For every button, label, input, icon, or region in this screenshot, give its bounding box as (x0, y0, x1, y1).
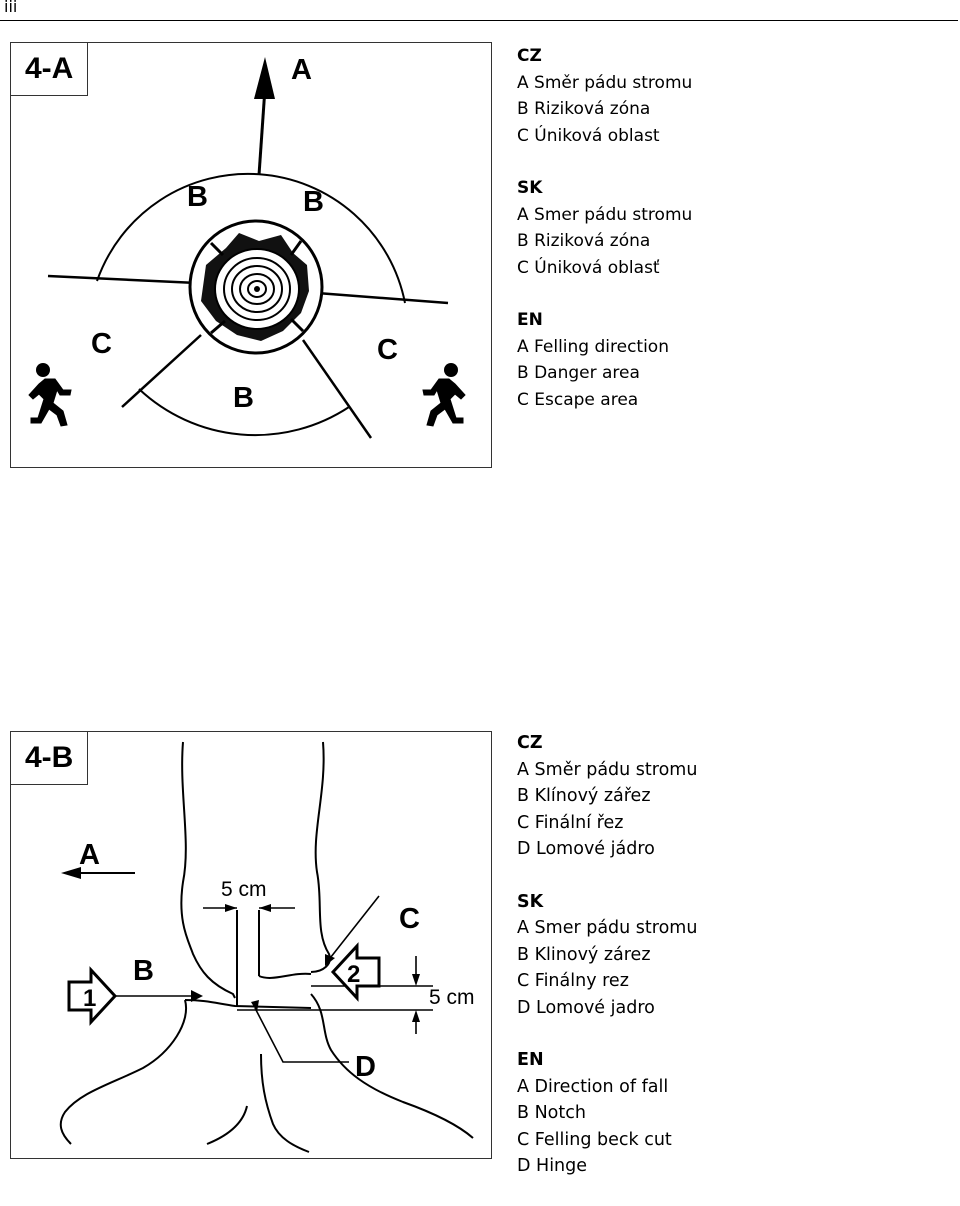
legend-code: EN (517, 310, 543, 330)
figure-tag: 4-B (11, 732, 89, 785)
left-escape-line (121, 334, 202, 408)
trunk-left-outline (180, 741, 236, 999)
legend-group-en: EN A Felling direction B Danger area C E… (517, 307, 692, 413)
root-center-left (206, 1105, 248, 1145)
figure-4b: 1 2 A B C D 5 cm 5 cm 4-B (10, 731, 492, 1159)
right-escape-line (301, 339, 373, 439)
legend-code: SK (517, 178, 543, 198)
label-b-right: B (303, 186, 324, 218)
legend-item: B Danger area (517, 363, 640, 383)
root-center-right (260, 1053, 310, 1153)
legend-item: B Riziková zóna (517, 99, 651, 119)
legend-item: C Finálny rez (517, 971, 629, 991)
label-b-left: B (187, 181, 208, 213)
legend-group-sk: SK A Smer pádu stromu B Klinový zárez C … (517, 889, 697, 1022)
legend-item: A Směr pádu stromu (517, 72, 693, 93)
label-d: D (355, 1051, 376, 1083)
legend-4b: CZ A Směr pádu stromu B Klínový zářez C … (517, 730, 697, 1206)
legend-item: A Smer pádu stromu (517, 918, 698, 938)
legend-group-cz: CZ A Směr pádu stromu B Klínový zářez C … (517, 730, 697, 863)
runner-right-icon (422, 363, 466, 427)
back-cut-line (258, 972, 312, 979)
width-arrow-left (225, 904, 237, 912)
legend-item: B Notch (517, 1103, 586, 1123)
label-c-right: C (377, 334, 398, 366)
height-arrow-top (412, 974, 420, 986)
tree-stump-icon (188, 219, 324, 355)
cut-two-arrow-icon (330, 942, 381, 1002)
notch-height-label: 5 cm (429, 986, 475, 1009)
label-a: A (291, 54, 312, 86)
cut-one-number: 1 (83, 985, 96, 1012)
arrowheads (61, 867, 420, 1022)
legend-item: C Finální řez (517, 812, 624, 833)
hinge-leader (254, 1007, 349, 1063)
runner-left-icon (28, 363, 72, 427)
legend-item: C Felling beck cut (517, 1129, 672, 1150)
legend-item: D Hinge (517, 1156, 588, 1176)
legend-code: EN (517, 1050, 544, 1070)
legend-group-en: EN A Direction of fall B Notch C Felling… (517, 1047, 697, 1180)
notch-arrowhead (191, 990, 203, 1002)
legend-item: C Úniková oblasť (517, 257, 660, 278)
legend-group-cz: CZ A Směr pádu stromu B Riziková zóna C … (517, 43, 692, 149)
legend-code: CZ (517, 733, 543, 753)
figure-4a: A B B B C C 4-A (10, 42, 492, 468)
legend-code: SK (517, 891, 544, 912)
legend-item: A Směr pádu stromu (517, 759, 698, 780)
legend-item: A Smer pádu stromu (517, 204, 693, 225)
fall-direction-arrowhead (61, 867, 81, 879)
legend-item: D Lomové jádro (517, 839, 655, 859)
legend-item: A Direction of fall (517, 1076, 669, 1097)
label-a: A (79, 839, 100, 871)
felling-direction-arrow-shaft (257, 87, 267, 176)
width-arrow-right (259, 904, 271, 912)
page-number: iii (4, 0, 18, 16)
label-b: B (133, 955, 154, 987)
left-boundary-line (47, 274, 198, 285)
legend-item: B Klínový zářez (517, 786, 651, 806)
label-c-left: C (91, 328, 112, 360)
legend-item: B Riziková zóna (517, 231, 651, 251)
trunk-right-outline (310, 741, 331, 973)
legend-item: C Escape area (517, 389, 639, 410)
header-rule (0, 20, 958, 21)
figure-tag: 4-A (11, 43, 89, 96)
notch-width-label: 5 cm (221, 878, 267, 901)
felling-direction-arrowhead (254, 57, 275, 99)
back-cut-arrowhead (325, 954, 335, 966)
cut-two-number: 2 (347, 961, 360, 988)
label-c: C (399, 903, 420, 935)
back-cut-leader (326, 895, 380, 963)
legend-item: A Felling direction (517, 336, 669, 357)
legend-code: CZ (517, 46, 542, 66)
height-arrow-bottom (412, 1010, 420, 1022)
felling-zone-diagram: A B B B C C (28, 54, 466, 439)
label-b-rear: B (233, 382, 254, 414)
root-left (59, 999, 188, 1145)
legend-item: D Lomové jadro (517, 997, 655, 1018)
right-boundary-line (316, 291, 449, 305)
notch-cut-diagram: 1 2 A B C D 5 cm 5 cm (59, 741, 475, 1153)
hinge-line (184, 999, 312, 1009)
root-right (310, 993, 474, 1139)
legend-item: C Úniková oblast (517, 125, 660, 146)
legend-4a: CZ A Směr pádu stromu B Riziková zóna C … (517, 43, 692, 439)
rear-zone-arc (138, 388, 350, 437)
hinge-arrowhead (251, 1000, 259, 1012)
cut-one-arrow-icon (67, 966, 118, 1026)
legend-group-sk: SK A Smer pádu stromu B Riziková zóna C … (517, 175, 692, 281)
legend-item: B Klinový zárez (517, 944, 651, 965)
